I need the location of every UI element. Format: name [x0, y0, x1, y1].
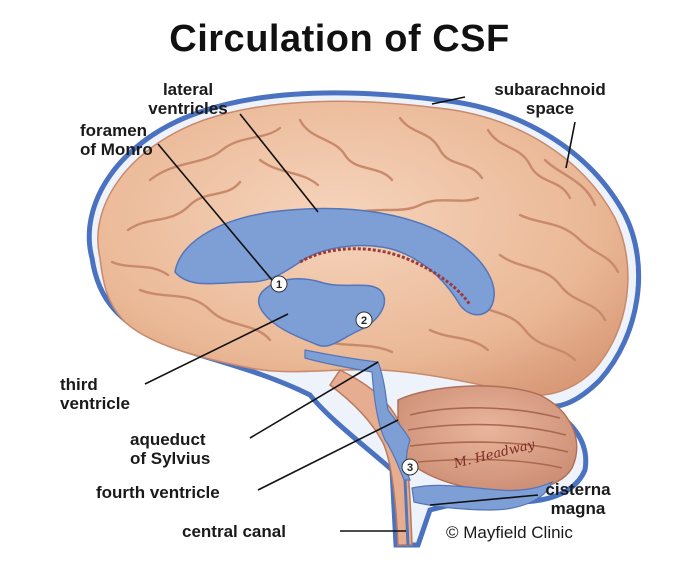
leader-subarachnoid-2: [565, 121, 576, 169]
svg-text:2: 2: [361, 315, 367, 327]
leader-lateral-ventricles: [239, 113, 319, 213]
label-fourth-ventricle: fourth ventricle: [96, 483, 220, 502]
leader-subarachnoid: [431, 96, 466, 105]
leader-foramen: [157, 143, 273, 281]
marker-2: 2: [355, 311, 373, 329]
label-third-ventricle: third ventricle: [60, 375, 130, 413]
cerebellum-folia: [407, 407, 569, 469]
marker-3: 3: [401, 458, 419, 476]
credit-mayfield-clinic: © Mayfield Clinic: [446, 523, 573, 542]
svg-text:3: 3: [407, 462, 413, 474]
label-lateral-ventricles: lateral ventricles: [148, 80, 228, 118]
label-subarachnoid-space: subarachnoid space: [494, 80, 606, 118]
svg-text:1: 1: [276, 279, 282, 291]
marker-1: 1: [270, 275, 288, 293]
third-ventricle: [257, 278, 386, 347]
leader-third-ventricle: [144, 313, 289, 385]
central-canal: [403, 479, 410, 546]
lateral-ventricle: [174, 207, 495, 316]
leader-aqueduct: [249, 361, 379, 439]
label-cisterna-magna: cisterna magna: [545, 480, 611, 518]
choroid-plexus: [299, 247, 472, 306]
label-central-canal: central canal: [182, 522, 286, 541]
leader-lines: [144, 96, 576, 532]
leader-cisterna: [429, 494, 539, 506]
diagram-title: Circulation of CSF: [169, 18, 510, 60]
label-foramen-of-monro: foramen of Monro: [80, 121, 153, 159]
label-aqueduct-of-sylvius: aqueduct of Sylvius: [130, 430, 211, 468]
leader-fourth-ventricle: [257, 419, 399, 491]
